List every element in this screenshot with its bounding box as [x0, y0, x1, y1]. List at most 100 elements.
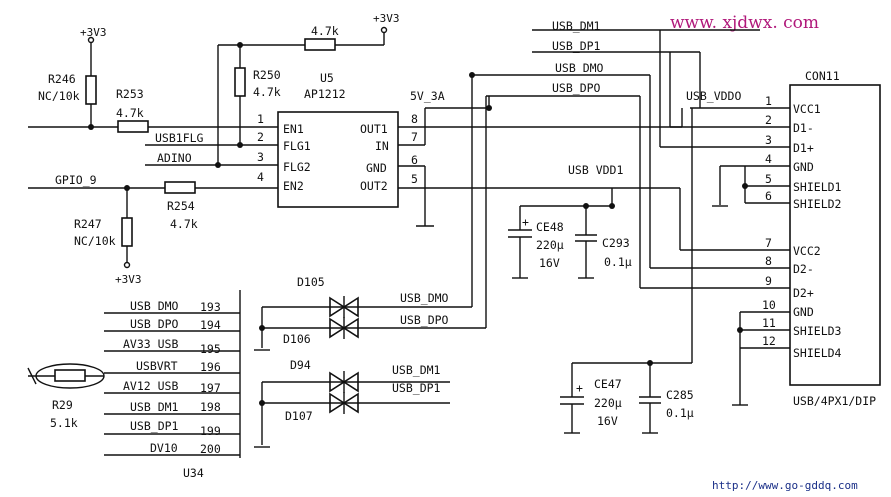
- u34-pin-name: AV12_USB: [123, 379, 178, 393]
- u5-pin-name: FLG1: [283, 139, 311, 153]
- power-label-r250: +3V3: [373, 12, 400, 25]
- junction-flg2: [215, 162, 221, 168]
- u5-pin-name: EN1: [283, 122, 304, 136]
- u34-pin-num: 199: [200, 424, 221, 438]
- u34-pin-lines: [104, 312, 240, 456]
- ce47-ref: CE47: [594, 377, 622, 391]
- con11-pin-num: 12: [762, 334, 776, 348]
- u5-pin-name: FLG2: [283, 160, 311, 174]
- con11-pin-num: 7: [765, 236, 772, 250]
- r254-value: 4.7k: [170, 217, 198, 231]
- net-5v-3a: 5V_3A: [410, 89, 445, 103]
- con11-pin-name: D2-: [793, 262, 814, 276]
- u5-pin-num: 1: [257, 112, 264, 126]
- u34-pin-name: DV10: [150, 441, 178, 455]
- d94-ref: D94: [290, 358, 311, 372]
- r253-resistor: [117, 120, 149, 133]
- con11-pin-num: 2: [765, 113, 772, 127]
- con11-pin-num: 4: [765, 152, 772, 166]
- con11-pin-name: GND: [793, 305, 814, 319]
- con11-pin-name: SHIELD3: [793, 324, 842, 338]
- u34-pin-num: 200: [200, 442, 221, 456]
- r250-value: 4.7k: [253, 85, 281, 99]
- con11-pin-num: 6: [765, 189, 772, 203]
- r247-resistor: [121, 188, 133, 262]
- con11-pin-name: SHIELD2: [793, 197, 841, 211]
- ce48-ref: CE48: [536, 220, 564, 234]
- power-label-r247: +3V3: [115, 273, 142, 286]
- u5-pin-num: 2: [257, 130, 264, 144]
- d105-ref: D105: [297, 275, 325, 289]
- con11-pin-name: VCC1: [793, 102, 821, 116]
- u34-pin-name: USB_DMO: [130, 299, 179, 313]
- u34-pin-num: 198: [200, 400, 221, 414]
- r29-resistor: [27, 363, 105, 389]
- con11-pin-num: 5: [765, 172, 772, 186]
- con11-ref: CON11: [805, 69, 840, 83]
- net-diode-dm1: USB_DM1: [392, 363, 441, 377]
- u5-pin-name: OUT1: [360, 122, 388, 136]
- r250-ref: R250: [253, 68, 281, 82]
- ce48-voltage: 16V: [539, 256, 560, 270]
- u5-pin-num: 8: [411, 112, 418, 126]
- net-usb-vdd0: USB_VDDO: [686, 89, 741, 103]
- junction-shield1: [742, 183, 748, 189]
- u34-pin-num: 193: [200, 300, 221, 314]
- net-usb1flg: USB1FLG: [155, 131, 204, 145]
- con11-pin-num: 1: [765, 94, 772, 108]
- c293-value: 0.1µ: [604, 255, 632, 269]
- u34-pin-name: AV33_USB: [123, 337, 178, 351]
- u34-pin-num: 194: [200, 318, 221, 332]
- con11-part: USB/4PX1/DIP: [793, 394, 876, 408]
- ce47-plus: +: [576, 381, 583, 395]
- r254-resistor: [164, 181, 196, 194]
- c293-ref: C293: [602, 236, 630, 250]
- u34-pin-num: 197: [200, 381, 221, 395]
- r246-resistor: [85, 42, 97, 127]
- u34-pin-num: 196: [200, 360, 221, 374]
- con11-pin-name: SHIELD4: [793, 346, 842, 360]
- r253-value: 4.7k: [116, 106, 144, 120]
- d106-ref: D106: [283, 332, 311, 346]
- u34-pin-name: USB_DM1: [130, 400, 179, 414]
- d94-diode: [329, 371, 359, 393]
- con11-pin-num: 3: [765, 133, 772, 147]
- r29-ref: R29: [52, 398, 73, 412]
- con11-pin-rows: [740, 107, 790, 349]
- r29-value: 5.1k: [50, 416, 78, 430]
- net-adino: ADINO: [157, 151, 192, 165]
- u34-pin-name: USB_DPO: [130, 317, 179, 331]
- d107-diode: [329, 392, 359, 414]
- con11-pin-num: 11: [762, 316, 776, 330]
- watermark-bottom: http://www.go-gddq.com: [712, 479, 858, 492]
- ce48-plus: +: [522, 215, 529, 229]
- r250-resistor: [234, 67, 246, 97]
- junction-r246: [88, 124, 94, 130]
- c285-value: 0.1µ: [666, 406, 694, 420]
- r247-ref: R247: [74, 217, 102, 231]
- u5-pin-num: 5: [411, 172, 418, 186]
- net-diode-dp1: USB_DP1: [392, 381, 441, 395]
- con11-pin-name: GND: [793, 160, 814, 174]
- u34-ref: U34: [183, 466, 204, 480]
- con11-connector: [789, 84, 881, 386]
- u34-pin-num: 195: [200, 342, 221, 356]
- u34-pin-name: USB_DP1: [130, 419, 179, 433]
- net-top-dm1: USB_DM1: [552, 19, 601, 33]
- power-circle-r246: [87, 36, 95, 44]
- u5-pin-name: IN: [375, 139, 389, 153]
- junction-vdd1: [609, 203, 615, 209]
- con11-pin-num: 8: [765, 254, 772, 268]
- watermark-top: www. xjdwx. com: [670, 13, 819, 33]
- con11-pin-name: D1+: [793, 141, 814, 155]
- power-circle-r250: [380, 26, 388, 34]
- r246-ref: R246: [48, 72, 76, 86]
- d107-ref: D107: [285, 409, 313, 423]
- u5-pin-num: 7: [411, 130, 418, 144]
- ce48-value: 220µ: [536, 238, 564, 252]
- con11-pin-name: SHIELD1: [793, 180, 842, 194]
- r253-ref: R253: [116, 87, 144, 101]
- power-circle-r247: [123, 261, 131, 269]
- u5-pin-num: 6: [411, 153, 418, 167]
